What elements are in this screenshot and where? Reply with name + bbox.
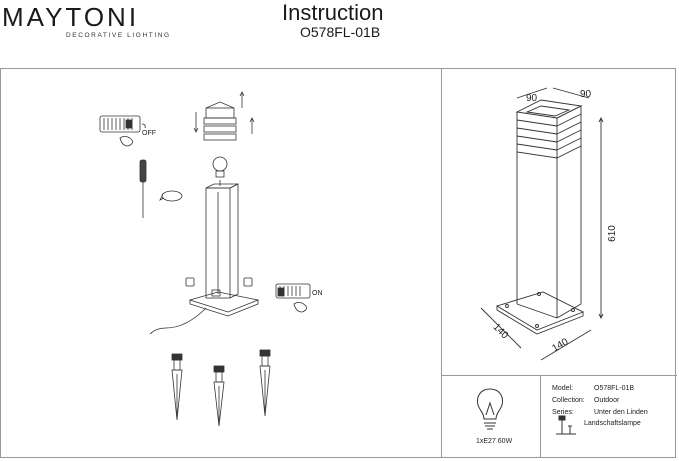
bulb-label: 1xE27 60W (476, 438, 513, 445)
model-value: O578FL-01B (594, 385, 635, 392)
ground-anchor-icon (259, 349, 271, 417)
page-title: Instruction (282, 0, 384, 25)
model-code: O578FL-01B (300, 24, 381, 40)
series-label: Series: (552, 409, 574, 416)
ground-anchor-icon (213, 365, 225, 427)
landscape-lamp-icon (556, 415, 576, 435)
lamp-bulb-symbol-icon (477, 388, 503, 430)
dimension-drawing (480, 87, 604, 361)
collection-label: Collection: (552, 397, 585, 404)
series-value-2: Landschaftslampe (584, 420, 641, 427)
brand-logo: MAYTONI (2, 2, 140, 32)
switch-off-label: OFF (142, 130, 156, 137)
breaker-off-icon (99, 115, 146, 147)
assembly-diagram (99, 91, 311, 427)
bulb-icon (212, 156, 228, 186)
panel-divider-vertical (441, 68, 442, 458)
cable-icon (149, 307, 207, 335)
dim-height: 610 (606, 225, 618, 242)
dim-top-width-a: 90 (526, 93, 538, 104)
dim-top-width-b: 90 (580, 89, 592, 100)
series-value-1: Unter den Linden (594, 409, 648, 416)
brand-subtitle: DECORATIVE LIGHTING (66, 32, 171, 39)
breaker-on-icon (275, 283, 311, 313)
switch-on-label: ON (312, 290, 323, 297)
lamp-post-icon (188, 183, 260, 317)
lampshade-top-icon (193, 91, 255, 141)
spec-divider (540, 375, 541, 458)
model-label: Model: (552, 385, 574, 392)
ground-anchor-icon (171, 353, 183, 421)
content-frame (0, 68, 676, 458)
panel-divider-horizontal (441, 375, 677, 376)
screwdriver-icon (139, 159, 183, 218)
collection-value: Outdoor (594, 397, 620, 404)
